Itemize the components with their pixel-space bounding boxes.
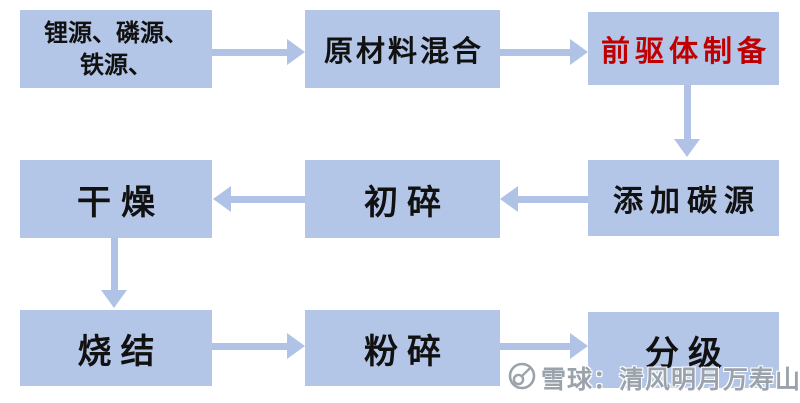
watermark: 雪球：清风明月万寿山 [508, 360, 800, 396]
arrow-drying-to-sintering [111, 238, 118, 291]
box-precursor-label: 前驱体制备 [600, 33, 771, 68]
box-drying: 干燥 [20, 160, 212, 238]
arrow-right-icon [570, 39, 588, 65]
arrow-mixing-to-precursor [500, 49, 571, 56]
watermark-text: 雪球：清风明月万寿山 [541, 366, 800, 394]
box-initial-crush-label: 初碎 [364, 182, 450, 223]
arrow-raw-to-mixing [212, 49, 289, 56]
arrow-right-icon [570, 333, 588, 359]
arrow-down-icon [101, 290, 127, 308]
box-precursor: 前驱体制备 [588, 12, 779, 85]
arrow-left-icon [500, 186, 518, 212]
arrow-pulverizing-to-classification [500, 343, 571, 350]
arrow-precursor-to-carbon [684, 85, 691, 140]
box-mixing: 原材料混合 [305, 10, 500, 88]
arrow-down-icon [674, 139, 700, 157]
snowball-icon [508, 362, 536, 394]
box-drying-label: 干燥 [77, 182, 165, 223]
arrow-right-icon [287, 39, 305, 65]
arrow-right-icon [287, 333, 305, 359]
arrow-sintering-to-pulverizing [212, 343, 289, 350]
arrow-left-icon [213, 186, 231, 212]
box-pulverizing: 粉碎 [305, 310, 500, 386]
box-sintering: 烧结 [20, 310, 212, 386]
arrow-crush-to-drying [230, 196, 305, 203]
box-pulverizing-label: 粉碎 [364, 331, 450, 372]
box-raw-sources-label: 锂源、磷源、 铁源、 [44, 17, 188, 79]
box-classification-label: 分级 [645, 333, 731, 374]
box-add-carbon: 添加碳源 [588, 160, 779, 236]
box-mixing-label: 原材料混合 [323, 34, 484, 68]
box-add-carbon-label: 添加碳源 [613, 184, 761, 219]
box-initial-crush: 初碎 [305, 160, 500, 238]
box-raw-sources: 锂源、磷源、 铁源、 [20, 10, 212, 88]
box-classification: 分级 [588, 312, 779, 388]
arrow-carbon-to-crush [517, 196, 588, 203]
box-sintering-label: 烧结 [77, 331, 164, 372]
